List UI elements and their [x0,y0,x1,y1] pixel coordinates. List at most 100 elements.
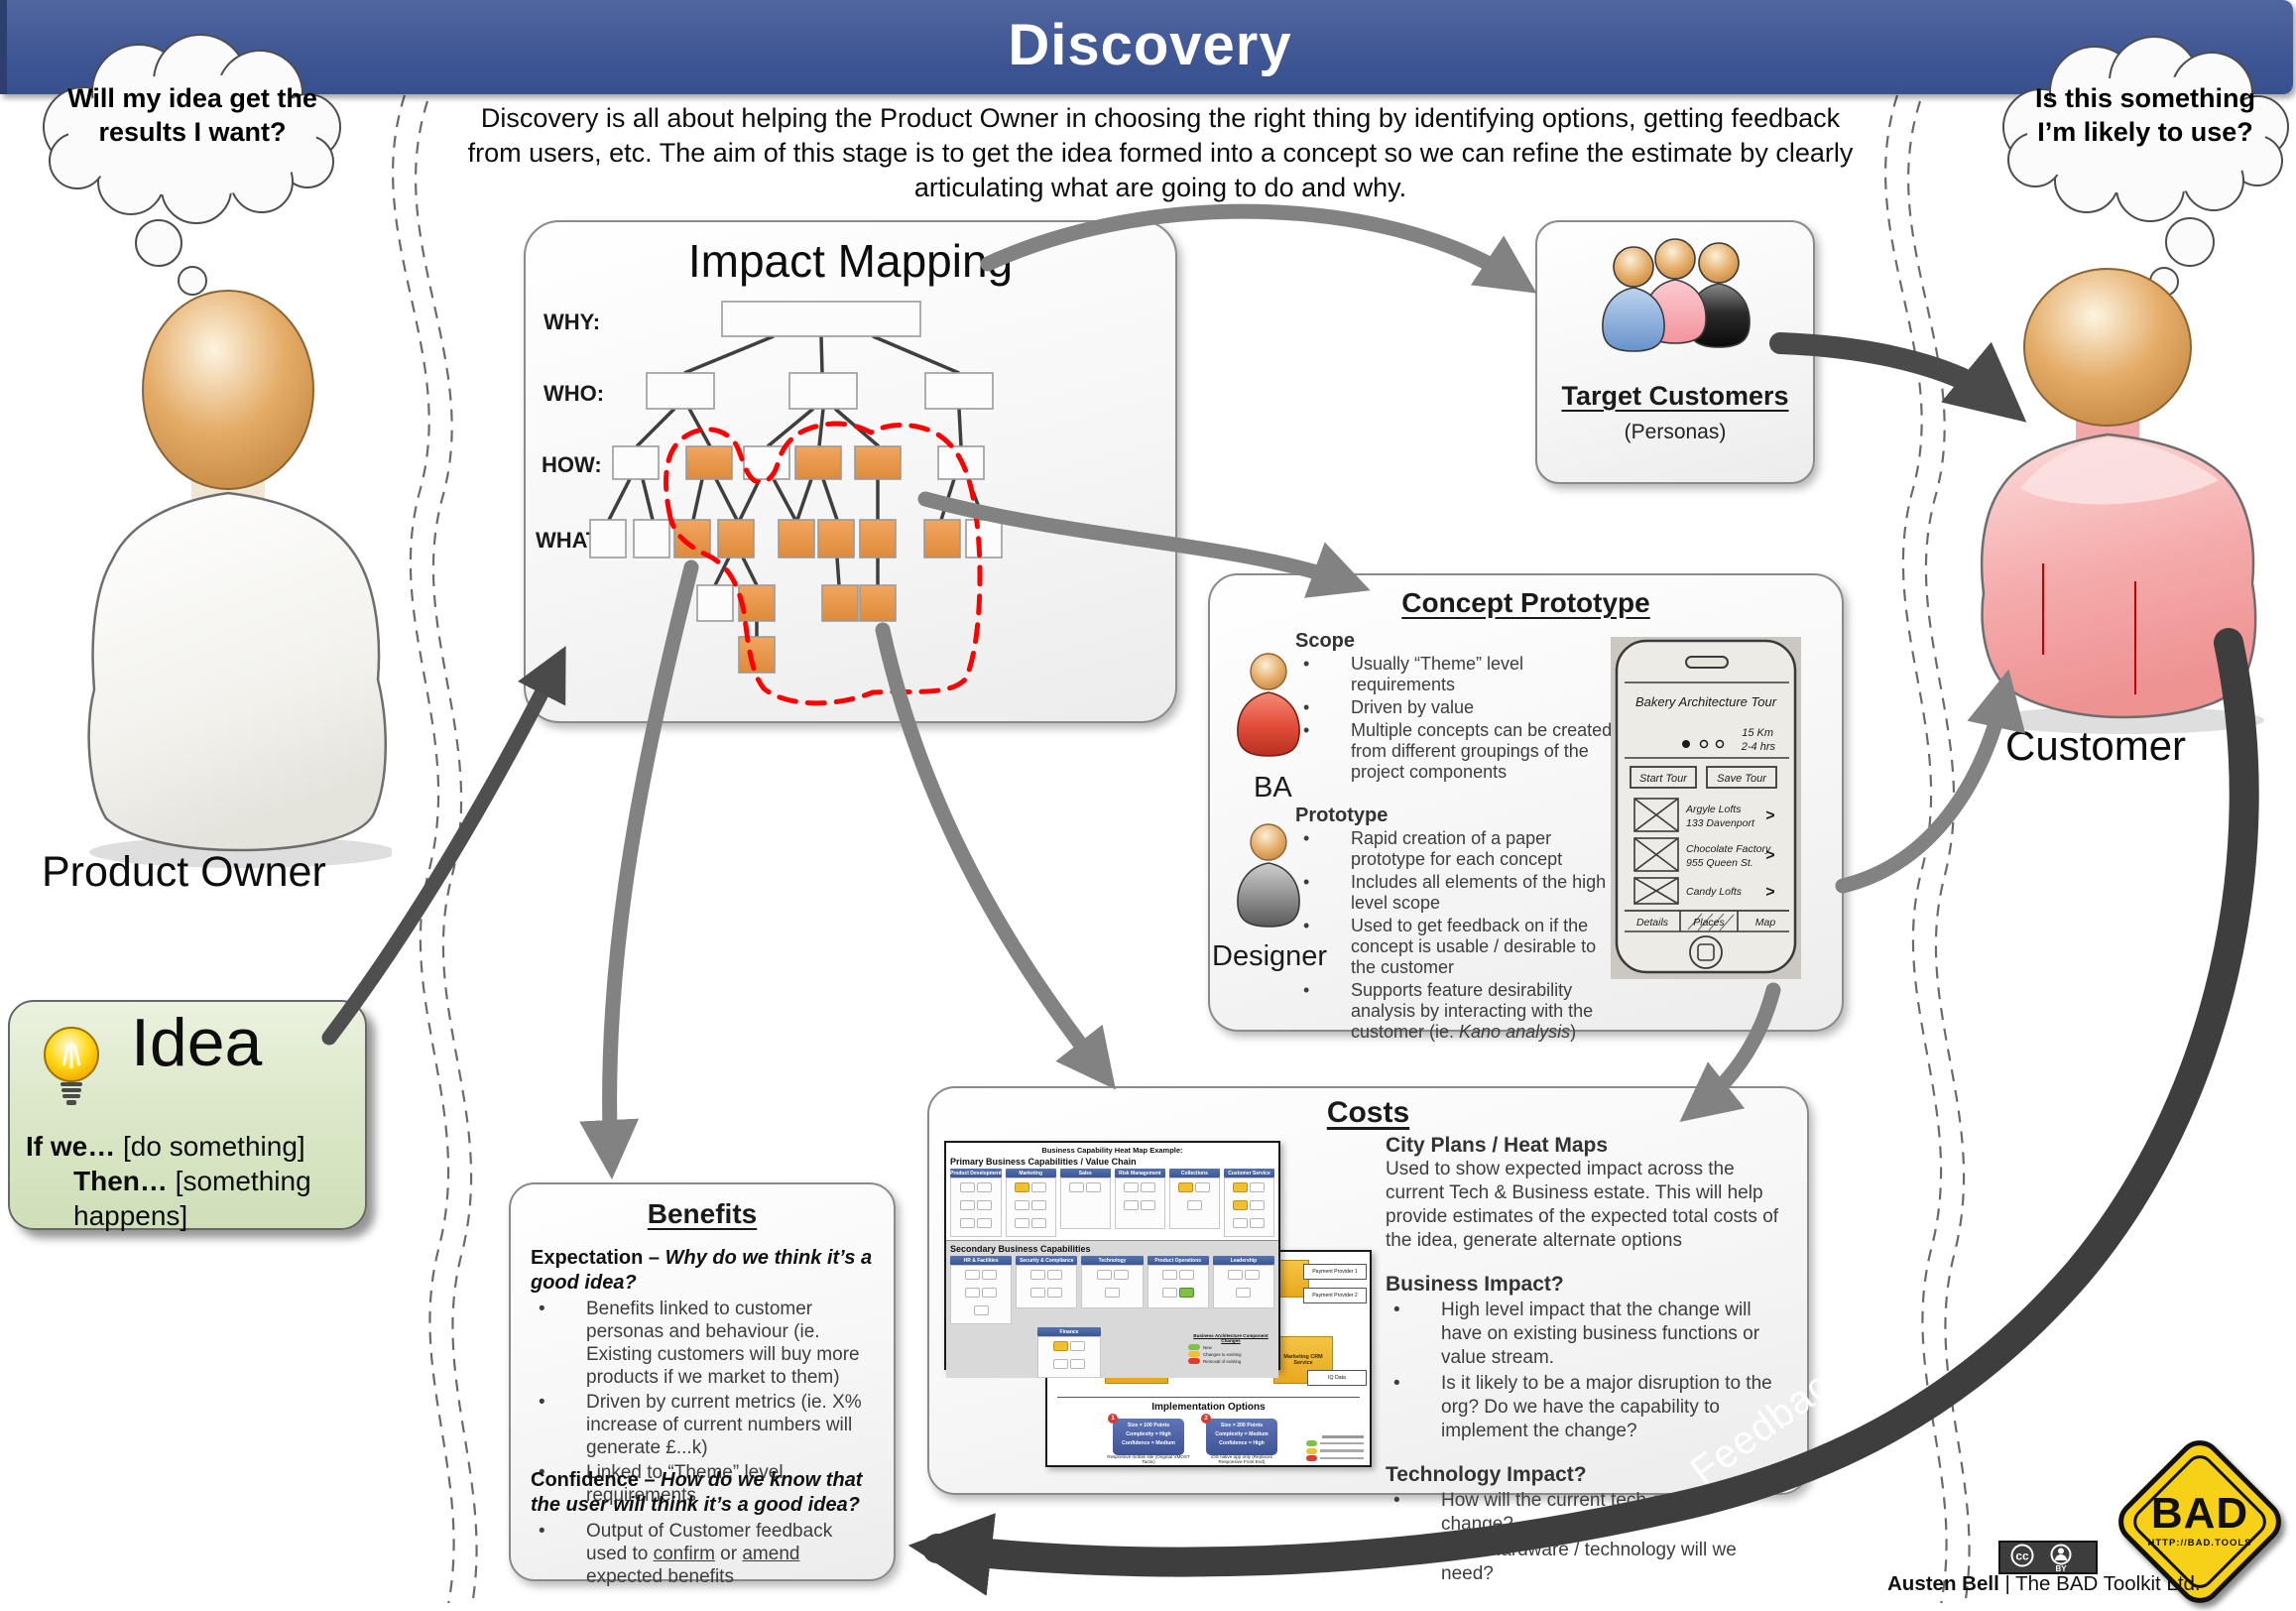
row-label-how: HOW: [542,452,602,477]
option-number-badge: 2 [1201,1414,1211,1424]
intro-text: Discovery is all about helping the Produ… [467,103,1854,202]
target-customers-panel: Target Customers (Personas) [1535,220,1815,484]
thought-cloud-icon [2002,36,2289,316]
ba-label: BA [1254,772,1292,804]
sketch-item2-name: Chocolate Factory [1686,843,1771,855]
heatmap-secondary-heading: Secondary Business Capabilities [950,1244,1091,1254]
heatmap-column: Product Operations [1147,1256,1209,1324]
sketch-save-button: Save Tour [1717,773,1767,785]
scope-section: Scope •Usually “Theme” level requirement… [1295,631,1625,785]
bullet-item: •Benefits linked to customer personas an… [539,1299,860,1388]
heatmap-column: Collections [1168,1169,1220,1237]
costs-title: Costs [1326,1096,1410,1129]
customer-figure [1980,268,2264,734]
idea-title: Idea [131,1005,263,1080]
option-number-badge: 1 [1108,1414,1118,1424]
cc-icon: cc [2015,1549,2029,1563]
scope-heading: Scope [1295,630,1356,652]
benefits-panel: Benefits Expectation – Why do we think i… [509,1182,896,1587]
arch-external: IQ Data [1307,1370,1367,1386]
paper-prototype-photo: Bakery Architecture Tour 15 Km 2-4 hrs S… [1611,637,1801,979]
bullet-item: •Multiple concepts can be created from d… [1303,720,1613,782]
option-caption: iOS native app only (Replaces Responsive… [1211,1454,1272,1464]
thought-text: Is this something I’m likely to use? [2034,83,2256,147]
bullet-item: •Linked to “Theme” level requirements [539,1462,784,1506]
sketch-tab-places: Places [1693,917,1725,929]
impact-mapping-title: Impact Mapping [687,235,1014,287]
product-owner-thought-bubble: Will my idea get the results I want? [22,30,349,327]
component-changes-legend [1306,1433,1364,1461]
personas-group-icon [1602,238,1751,352]
sketch-duration: 2-4 hrs [1741,741,1776,753]
bullet-item: •Used to get feedback on if the concept … [1303,916,1597,977]
bullet-item: •Driven by value [1303,697,1475,717]
bullet-item: • Output of Customer feedback used to co… [539,1521,833,1587]
benefits-title: Benefits [647,1198,758,1229]
architecture-changes-legend: Business Architecture Component Changes … [1188,1333,1273,1364]
bullet-item: •Rapid creation of a paper prototype for… [1303,828,1563,869]
idea-box: Idea If we… [do something] Then… [someth… [8,1000,367,1231]
city-plans-heading: City Plans / Heat Maps [1386,1134,1609,1157]
heatmap-primary-row: Product Development Marketing Sales Risk… [946,1169,1278,1237]
arch-external: Payment Provider 1 [1303,1264,1367,1280]
target-customers-subtitle: (Personas) [1624,421,1727,443]
confidence-section: Confidence – How do we know that the use… [531,1468,876,1590]
heatmap-column: HR & Facilities [950,1256,1013,1324]
implementation-options-heading: Implementation Options [1151,1402,1266,1413]
costs-panel: Costs Mobile Gateway IVR Service Applica… [927,1086,1809,1584]
bullet-item: •Driven by current metrics (ie. X% incre… [539,1392,862,1458]
sketch-item1-addr: 133 Davenport [1686,817,1755,829]
credit-line: Austen Bell | The BAD Toolkit Ltd. [1887,1572,2201,1595]
heatmap-primary-heading: Primary Business Capabilities / Value Ch… [950,1157,1137,1167]
confidence-heading: Confidence – [531,1469,662,1491]
heatmap-thumbnail: Business Capability Heat Map Example: Pr… [944,1141,1280,1378]
lightbulb-icon [44,1027,99,1105]
heatmap-column: Security & Compliance [1016,1256,1078,1324]
thought-cloud-icon [43,34,341,316]
chevron-right-icon: > [1765,884,1774,901]
arch-external: Payment Provider 2 [1303,1288,1367,1303]
heatmap-column: Leadership [1212,1256,1275,1324]
title-banner: Discovery [0,0,2293,94]
expectation-heading: Expectation – [531,1247,665,1269]
prototype-heading: Prototype [1295,805,1389,826]
customer-thought-bubble: Is this something I’m likely to use? [1984,32,2293,329]
bullet-item: •Includes all elements of the high level… [1303,872,1607,913]
expectation-section: Expectation – Why do we think it’s a goo… [531,1246,876,1509]
sketch-start-button: Start Tour [1639,773,1688,785]
heatmap-secondary-row: HR & Facilities Security & Compliance Te… [946,1256,1278,1324]
chevron-right-icon: > [1765,807,1774,824]
sketch-item1-name: Argyle Lofts [1685,804,1742,815]
city-plans-body: Used to show expected impact across the … [1386,1159,1779,1251]
sketch-tab-map: Map [1755,917,1776,929]
product-owner-label: Product Owner [42,848,326,896]
heatmap-column: Risk Management [1114,1169,1165,1237]
sketch-tab-details: Details [1636,917,1669,929]
impl-divider [1057,1397,1360,1398]
chevron-right-icon: > [1765,847,1774,864]
product-owner-figure [87,290,392,868]
heatmap-column: Product Development [950,1169,1002,1237]
option-caption: Responsive mobile site (Original VMOST T… [1107,1454,1190,1464]
sketch-item3-name: Candy Lofts [1686,886,1743,898]
heatmap-column: Customer Service [1223,1169,1274,1237]
row-label-who: WHO: [544,381,604,406]
row-label-why: WHY: [544,310,600,334]
costs-text-column: City Plans / Heat Maps Used to show expe… [1386,1134,1780,1588]
idea-line-then: Then… [something happens] [73,1166,311,1231]
impact-mapping-panel: Impact Mapping WHY: WHO: HOW: WHAT: [524,220,1177,723]
cc-by-badge: cc BY [1998,1541,2098,1574]
bullet-item: •High level impact that the change will … [1393,1300,1760,1368]
concept-prototype-title: Concept Prototype [1401,587,1650,618]
heatmap-column: Technology [1081,1256,1144,1324]
page-title: Discovery [1008,13,1292,77]
bad-logo-url: HTTP://BAD.TOOLS [2147,1538,2251,1549]
heatmap-column: Sales [1059,1169,1111,1237]
phone-sketch: Bakery Architecture Tour 15 Km 2-4 hrs S… [1611,637,1801,979]
impact-mapping-tree: WHY: WHO: HOW: WHAT: [536,301,1003,706]
sketch-title: Bakery Architecture Tour [1635,694,1777,709]
bad-logo-text: BAD [2151,1489,2248,1538]
bullet-item: •How will the current tech estate change… [1393,1490,1704,1535]
